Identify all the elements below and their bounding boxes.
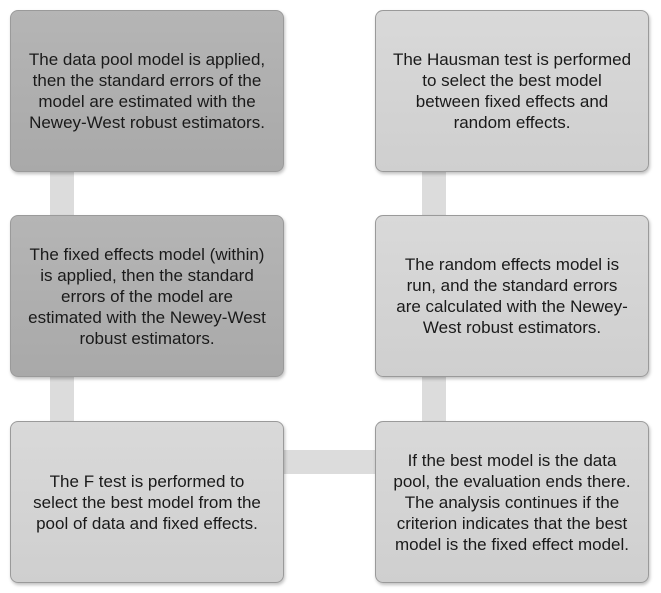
flow-box-f-test: The F test is performed to select the be… <box>10 421 284 583</box>
flow-box-best-model-evaluation: If the best model is the data pool, the … <box>375 421 649 583</box>
flow-box-fixed-effects-model: The fixed effects model (within) is appl… <box>10 215 284 377</box>
flow-box-f-test-text: The F test is performed to select the be… <box>33 471 261 533</box>
flow-box-data-pool-model-text: The data pool model is applied, then the… <box>28 50 266 132</box>
flow-box-random-effects-model: The random effects model is run, and the… <box>375 215 649 377</box>
flow-box-hausman-test-text: The Hausman test is performed to select … <box>392 50 632 132</box>
flow-box-random-effects-model-text: The random effects model is run, and the… <box>396 255 628 337</box>
flow-box-data-pool-model: The data pool model is applied, then the… <box>10 10 284 172</box>
flow-box-best-model-evaluation-text: If the best model is the data pool, the … <box>393 450 631 554</box>
flow-box-hausman-test: The Hausman test is performed to select … <box>375 10 649 172</box>
flow-box-fixed-effects-model-text: The fixed effects model (within) is appl… <box>28 244 266 348</box>
